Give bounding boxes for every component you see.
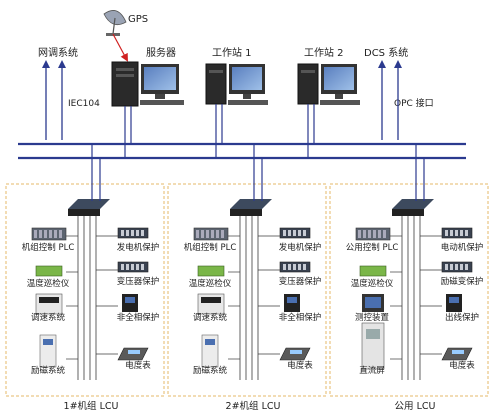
lcu2-right-device-label: 非全相保护	[279, 312, 322, 323]
lcu2-right-device-0	[258, 227, 311, 239]
lcu1-left-device-label: 机组控制 PLC	[22, 242, 75, 253]
lcu-common-left-device-label: 温度巡检仪	[351, 278, 394, 289]
lcu2-left-device-3	[201, 334, 240, 368]
lcu-common-left-device-label: 公用控制 PLC	[346, 242, 399, 253]
lcu1-right-device-label: 发电机保护	[117, 242, 160, 253]
lcu-common-right-device-2	[420, 294, 462, 312]
lcu-common-right-device-0	[420, 227, 473, 239]
lcu-common-right-device-1	[420, 261, 473, 273]
lcu2-left-device-2	[197, 293, 240, 315]
lcu2-left-device-0	[193, 227, 240, 241]
lcu2-left-device-label: 机组控制 PLC	[184, 242, 237, 253]
lcu-common-left-device-2	[362, 294, 402, 312]
server-label: 服务器	[146, 46, 176, 59]
lcu2-left-device-label: 温度巡检仪	[189, 278, 232, 289]
lcu1-right-device-3	[96, 347, 149, 361]
lcu-common-left-device-3	[361, 322, 402, 370]
workstation1-computer	[205, 63, 268, 105]
lcu1-left-device-label: 励磁系统	[31, 365, 66, 376]
lcu-common-left-device-label: 直流屏	[359, 365, 385, 376]
lcu-common-right-device-label: 励磁变保护	[441, 276, 484, 287]
lcu1-left-device-label: 温度巡检仪	[27, 278, 70, 289]
lcu1-left-device-1	[35, 265, 78, 277]
lcu-common-right-device-label: 出线保护	[445, 312, 479, 323]
lcu-common-title: 公用 LCU	[395, 401, 436, 412]
lcu1-right-device-label: 变压器保护	[117, 276, 160, 287]
grid-dispatch-label: 网调系统	[38, 46, 78, 59]
lcu-common-right-device-label: 电动机保护	[441, 242, 484, 253]
lcu1-right-device-label: 非全相保护	[117, 312, 160, 323]
lcu2-left-device-1	[197, 265, 240, 277]
lcu2-right-device-1	[258, 261, 311, 273]
lcu2-right-device-label: 发电机保护	[279, 242, 322, 253]
workstation1-label: 工作站 1	[212, 46, 252, 59]
workstation2-computer	[297, 63, 360, 105]
gps-dish-icon	[103, 10, 127, 36]
lcu2-right-device-3	[258, 347, 311, 361]
lcu-common-right-device-3	[420, 347, 473, 361]
workstation2-label: 工作站 2	[304, 46, 344, 59]
iec104-label: IEC104	[68, 99, 100, 109]
gps-label: GPS	[128, 14, 148, 25]
lcu2-left-device-label: 调速系统	[193, 312, 228, 323]
lcu1-left-device-label: 调速系统	[31, 312, 66, 323]
lcu1-right-device-2	[96, 294, 138, 312]
lcu1-left-device-0	[31, 227, 78, 241]
lcu-common-left-device-0	[355, 227, 402, 241]
lcu-common-right-device-label: 电度表	[449, 360, 475, 371]
lcu1-switch-icon	[68, 199, 110, 216]
server-computer	[111, 61, 184, 107]
lcu1-left-device-3	[39, 334, 78, 368]
lcu-common-switch-icon	[392, 199, 434, 216]
lcu2-title: 2#机组 LCU	[226, 400, 281, 412]
lcu1-right-device-0	[96, 227, 149, 239]
lcu1-right-device-1	[96, 261, 149, 273]
lcu2-right-device-2	[258, 294, 300, 312]
lcu1-left-device-2	[35, 293, 78, 315]
lcu-common-left-device-label: 测控装置	[355, 312, 390, 323]
lcu-common-left-device-1	[359, 265, 402, 277]
lcu2-switch-icon	[230, 199, 272, 216]
gps-link	[112, 33, 128, 62]
lcu2-right-device-label: 电度表	[287, 360, 313, 371]
lcu2-left-device-label: 励磁系统	[193, 365, 228, 376]
lcu2-right-device-label: 变压器保护	[279, 276, 322, 287]
lcu1-right-device-label: 电度表	[125, 360, 151, 371]
dcs-label: DCS 系统	[364, 46, 408, 59]
opc-label: OPC 接口	[394, 97, 434, 109]
lcu1-title: 1#机组 LCU	[64, 400, 119, 412]
computer-drops	[124, 104, 315, 158]
